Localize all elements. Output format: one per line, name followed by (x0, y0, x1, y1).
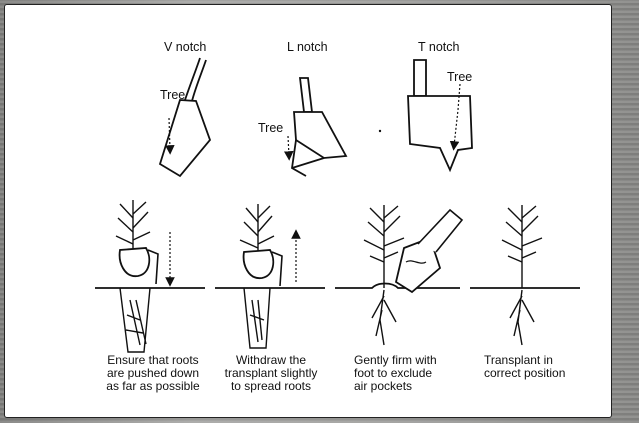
step3-illustration (335, 205, 464, 346)
step1-caption-line: Ensure that roots (107, 353, 199, 367)
v-notch-spade (158, 57, 212, 178)
step4-caption-line: Transplant in (484, 353, 553, 367)
step3-caption-line: foot to exclude (354, 366, 433, 380)
l-notch-label: L notch (287, 40, 328, 54)
step1-caption-line: as far as possible (106, 379, 200, 393)
step1-caption-line: are pushed down (106, 366, 200, 380)
step1-caption: Ensure that roots are pushed down as far… (78, 354, 228, 393)
v-notch-tree-label: Tree (160, 88, 186, 102)
step2-caption-line: transplant slightly (224, 366, 318, 380)
l-notch-tree-label: Tree (258, 121, 284, 135)
t-notch-spade (407, 59, 473, 173)
v-notch-label: V notch (164, 40, 207, 54)
step2-illustration (215, 204, 325, 349)
t-notch-label: T notch (418, 40, 460, 54)
l-notch-spade (291, 77, 348, 177)
step2-caption: Withdraw the transplant slightly to spre… (196, 354, 346, 393)
step4-illustration (470, 205, 580, 346)
v-notch-tree-arrow (165, 117, 175, 155)
step4-caption-line: correct position (484, 366, 566, 380)
t-notch-tree-label: Tree (447, 70, 473, 84)
step3-caption-line: air pockets (354, 379, 413, 393)
step4-caption: Transplant in correct position (484, 354, 634, 380)
step3-caption-line: Gently firm with (354, 353, 437, 367)
speck (378, 129, 382, 133)
step3-caption: Gently firm with foot to exclude air poc… (354, 354, 504, 393)
t-notch-tree-arrow (449, 83, 461, 151)
step2-caption-line: to spread roots (230, 379, 312, 393)
l-notch-tree-arrow (283, 135, 294, 161)
step1-illustration (95, 200, 205, 353)
step2-caption-line: Withdraw the (235, 353, 307, 367)
